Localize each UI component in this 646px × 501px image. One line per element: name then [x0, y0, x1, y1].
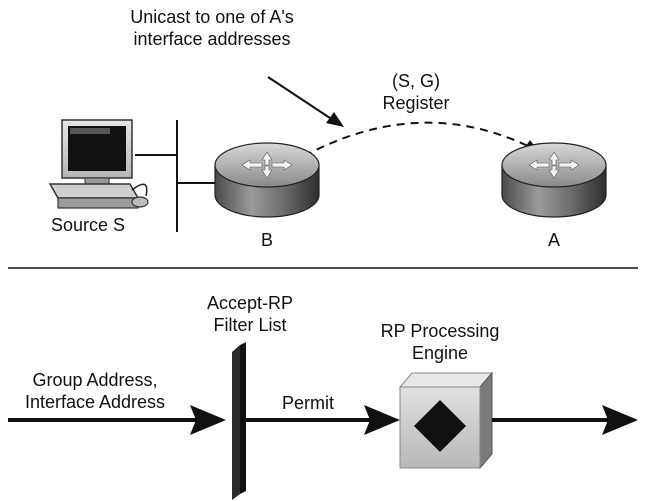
filter-list-line-2: Filter List — [213, 315, 287, 335]
source-pc-icon — [48, 119, 149, 209]
filter-list-label: Accept-RP Filter List — [207, 292, 293, 336]
input-label: Group Address, Interface Address — [25, 369, 165, 413]
register-message-line-2: Register — [382, 93, 450, 113]
rp-engine-label: RP Processing Engine — [381, 320, 500, 364]
annotation-line-1: Unicast to one of A's — [130, 7, 294, 27]
accept-rp-filter-plate — [232, 342, 246, 500]
router-b-label: B — [260, 230, 274, 250]
register-message-line-1: (S, G) — [392, 71, 440, 91]
filter-list-line-1: Accept-RP — [206, 293, 294, 313]
input-arrow — [8, 405, 226, 435]
annotation-line-2: interface addresses — [133, 29, 291, 49]
output-arrow — [492, 405, 638, 435]
register-message-label: (S, G) Register — [382, 70, 449, 114]
input-line-2: Interface Address — [24, 392, 166, 412]
annotation-label: Unicast to one of A's interface addresse… — [130, 6, 294, 50]
rp-engine-line-2: Engine — [411, 343, 469, 363]
router-b-icon — [214, 142, 320, 218]
router-a-label: A — [547, 230, 561, 250]
input-line-1: Group Address, — [32, 370, 158, 390]
diamond-icon — [414, 400, 466, 452]
rp-engine-cube — [398, 371, 494, 470]
lan-segment — [135, 120, 215, 232]
annotation-arrow — [267, 76, 344, 127]
source-s-label: Source S — [50, 215, 126, 235]
rp-engine-line-1: RP Processing — [380, 321, 500, 341]
permit-label: Permit — [282, 393, 335, 413]
router-a-icon — [501, 142, 607, 218]
permit-arrow — [246, 405, 400, 435]
